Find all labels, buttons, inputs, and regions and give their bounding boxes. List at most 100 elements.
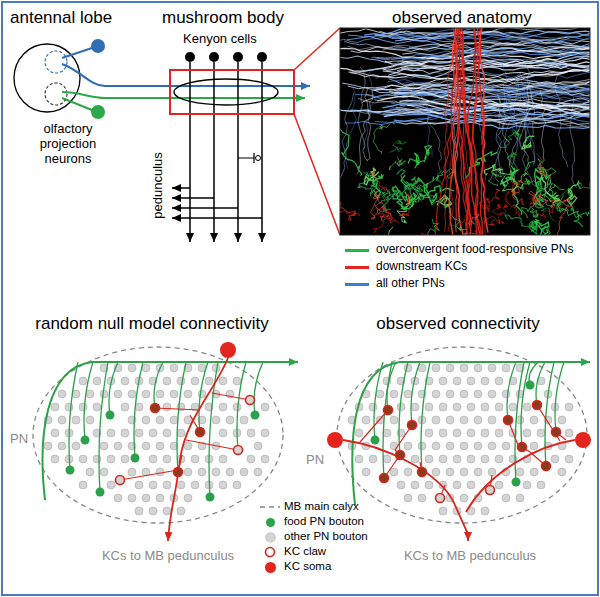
- pn-tracing: [350, 70, 590, 79]
- other-pn-bouton: [219, 403, 227, 411]
- other-pn-bouton: [404, 494, 412, 502]
- pn-collateral: [69, 362, 78, 470]
- food-pn-bouton: [131, 454, 140, 463]
- kc-tracing: [512, 177, 524, 205]
- food-pn-bouton: [151, 404, 160, 413]
- other-pn-bouton: [488, 468, 496, 476]
- zoom-lines: [294, 28, 340, 235]
- pn-collateral: [521, 362, 530, 447]
- other-pn-bouton: [390, 390, 398, 398]
- other-pn-bouton: [135, 429, 143, 437]
- legend-dash-sample: [260, 506, 280, 507]
- kc-tracing: [375, 205, 399, 224]
- other-pn-bouton: [439, 507, 447, 515]
- other-pn-bouton: [51, 429, 59, 437]
- other-pn-bouton: [390, 442, 398, 450]
- food-pn-bouton: [552, 428, 561, 437]
- inhibitory-synapse: [238, 153, 254, 163]
- kc-branch: [172, 217, 262, 219]
- other-pn-bouton: [107, 429, 115, 437]
- pn-collateral: [383, 362, 392, 478]
- food-pn-bouton: [380, 474, 389, 483]
- connectivity-panels: [43, 342, 591, 541]
- kc-claw: [533, 401, 542, 410]
- other-pn-bouton: [163, 377, 171, 385]
- other-pn-bouton: [58, 442, 66, 450]
- other-pn-bouton: [240, 468, 248, 476]
- food-pn-tracing: [557, 194, 569, 212]
- legend-swatch: [266, 518, 275, 527]
- other-pn-bouton: [411, 455, 419, 463]
- part-label: PN: [10, 432, 28, 447]
- legend-text: KC claw: [284, 545, 326, 558]
- other-pn-bouton: [502, 364, 510, 372]
- other-pn-bouton: [233, 481, 241, 489]
- kc-tracing: [468, 213, 480, 225]
- food-pn-bouton: [533, 401, 542, 410]
- other-pn-bouton: [376, 390, 384, 398]
- other-pn-bouton: [261, 455, 269, 463]
- part-label: olfactory projection neurons: [28, 122, 108, 167]
- kc-branch: [172, 197, 214, 199]
- other-pn-bouton: [537, 481, 545, 489]
- food-pn-bouton: [418, 468, 427, 477]
- food-pn-bouton: [206, 493, 215, 502]
- kc-tracing: [535, 203, 565, 218]
- other-pn-bouton: [254, 468, 262, 476]
- zoom-box: [170, 70, 294, 114]
- other-pn-bouton: [156, 468, 164, 476]
- other-pn-bouton: [502, 390, 510, 398]
- part-label: KCs to MB pedunculus: [404, 549, 536, 564]
- other-pn-bouton: [184, 494, 192, 502]
- other-pn-bouton: [411, 481, 419, 489]
- other-pn-bouton: [142, 416, 150, 424]
- other-pn-bouton: [523, 429, 531, 437]
- other-pn-bouton: [362, 416, 370, 424]
- photo-frame: [340, 28, 590, 235]
- other-pn-bouton: [191, 377, 199, 385]
- other-pn-bouton: [481, 429, 489, 437]
- other-pn-bouton: [163, 429, 171, 437]
- other-pn-bouton: [212, 468, 220, 476]
- other-pn-bouton: [107, 481, 115, 489]
- other-pn-bouton: [254, 442, 262, 450]
- other-pn-bouton: [177, 429, 185, 437]
- legend-swatch: [265, 562, 276, 573]
- pn-collateral: [237, 362, 246, 450]
- kc-dendrite: [537, 405, 560, 441]
- pn-axon: [62, 92, 305, 98]
- kc-tracing: [340, 199, 348, 215]
- other-pn-bouton: [481, 455, 489, 463]
- other-pn-bouton: [369, 403, 377, 411]
- other-pn-bouton: [516, 416, 524, 424]
- other-pn-bouton: [121, 377, 129, 385]
- other-pn-bouton: [446, 416, 454, 424]
- other-pn-bouton: [121, 403, 129, 411]
- other-pn-bouton: [79, 403, 87, 411]
- pn-tracing: [367, 90, 373, 161]
- other-pn-bouton: [156, 494, 164, 502]
- pn-tracing: [397, 40, 590, 62]
- pn-tracing: [501, 63, 521, 150]
- panel-title: antennal lobe: [10, 8, 112, 28]
- other-pn-bouton: [460, 364, 468, 372]
- other-pn-bouton: [425, 481, 433, 489]
- other-pn-bouton: [453, 481, 461, 489]
- other-pn-bouton: [149, 429, 157, 437]
- kc-tracing: [444, 28, 458, 232]
- other-pn-bouton: [404, 468, 412, 476]
- other-pn-bouton: [404, 390, 412, 398]
- other-pn-bouton: [191, 481, 199, 489]
- other-pn-bouton: [170, 390, 178, 398]
- other-pn-bouton: [488, 364, 496, 372]
- other-pn-bouton: [432, 416, 440, 424]
- other-pn-bouton: [100, 468, 108, 476]
- legend-symbols: [260, 507, 280, 557]
- other-pn-bouton: [355, 429, 363, 437]
- other-pn-bouton: [226, 416, 234, 424]
- other-pn-bouton: [425, 455, 433, 463]
- other-pn-bouton: [205, 377, 213, 385]
- other-pn-bouton: [453, 429, 461, 437]
- other-pn-bouton: [425, 429, 433, 437]
- other-pn-bouton: [233, 403, 241, 411]
